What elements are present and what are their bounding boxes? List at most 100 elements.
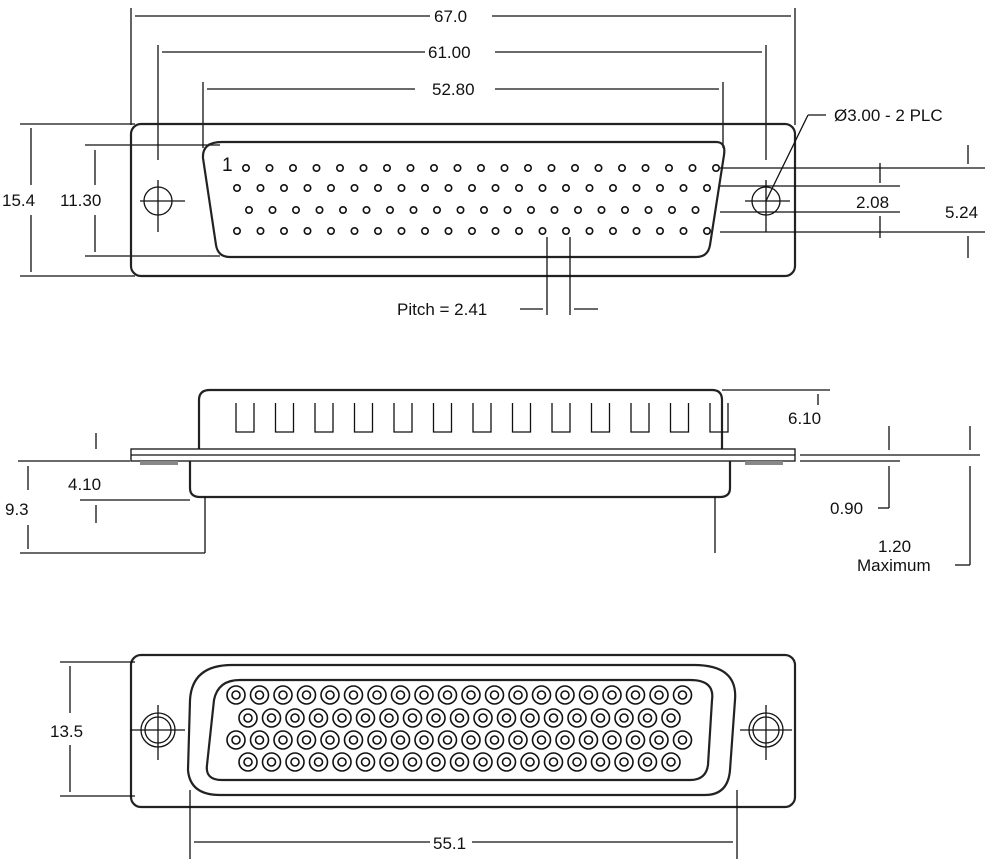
pin [632,227,641,236]
socket [661,752,681,772]
pin [491,184,500,193]
socket [426,708,446,728]
pin [326,227,335,236]
socket [332,752,352,772]
contact-slot [274,403,295,433]
pin [688,164,697,173]
socket [484,730,505,750]
dim-total-height: 9.3 [5,500,29,519]
socket [578,685,599,705]
pin [288,164,297,173]
socket [226,685,246,705]
pin [644,206,653,215]
pin [526,206,535,215]
pin [362,206,371,215]
socket [520,708,540,728]
dim-shell-height-side: 6.10 [788,409,821,428]
contact-slot [551,403,571,433]
pin [350,184,359,193]
pin [303,184,312,193]
socket [461,730,481,750]
dim-hole-callout: Ø3.00 - 2 PLC [834,106,943,125]
socket [426,752,446,772]
socket [238,708,258,728]
pin [456,206,465,215]
socket [649,685,669,705]
pin [397,227,406,236]
contact-slot [669,403,690,433]
dim-overall-width: 67.0 [434,7,467,26]
socket [320,730,340,750]
dim-shell-height: 11.30 [60,191,101,210]
socket [355,708,376,728]
socket [649,730,669,750]
socket [343,730,364,750]
socket [296,730,317,750]
contact-slot [511,403,532,433]
pin [233,184,242,193]
pin [315,206,324,215]
socket [496,752,517,772]
socket [226,730,246,750]
socket [379,708,399,728]
socket [614,752,634,772]
pin [397,184,406,193]
dim-flange-height: 4.10 [68,475,101,494]
socket [672,685,693,705]
contact-slot [235,403,255,433]
socket [449,752,470,772]
socket [238,752,258,772]
pin [561,184,570,193]
pin [702,227,711,236]
pin [467,227,476,236]
dim-row-spacing: 2.08 [856,193,889,212]
socket [672,730,693,750]
socket [449,708,470,728]
pin [547,164,556,173]
socket [520,752,540,772]
socket [261,752,282,772]
pin [641,164,650,173]
pin [503,206,512,215]
pin [256,184,265,193]
pin [632,184,641,193]
socket [473,708,493,728]
socket [261,708,282,728]
pin [453,164,462,173]
pin [335,164,344,173]
pin [409,206,418,215]
dim-bottom-width: 55.1 [433,834,466,853]
pin [655,184,664,193]
socket [578,730,599,750]
pin [538,184,547,193]
dim-height: 15.4 [2,191,35,210]
socket [308,752,329,772]
pin [702,184,711,193]
pin [550,206,559,215]
pin [291,206,300,215]
pin [664,164,673,173]
socket [320,685,340,705]
pin [620,206,629,215]
socket [414,685,434,705]
contact-slot [630,403,650,433]
pin [679,227,688,236]
socket [308,708,329,728]
socket [567,708,587,728]
pin [279,227,288,236]
pin [514,227,523,236]
pin [594,164,603,173]
contact-slot [314,403,334,433]
pin [312,164,321,173]
pin [359,164,368,173]
pin [655,227,664,236]
socket [285,752,305,772]
socket [461,685,481,705]
socket [614,708,634,728]
contact-slot [393,403,413,433]
pin [420,227,429,236]
dim-mounting-width: 61.00 [428,43,471,62]
dim-shell-width: 52.80 [432,80,475,99]
pin [514,184,523,193]
